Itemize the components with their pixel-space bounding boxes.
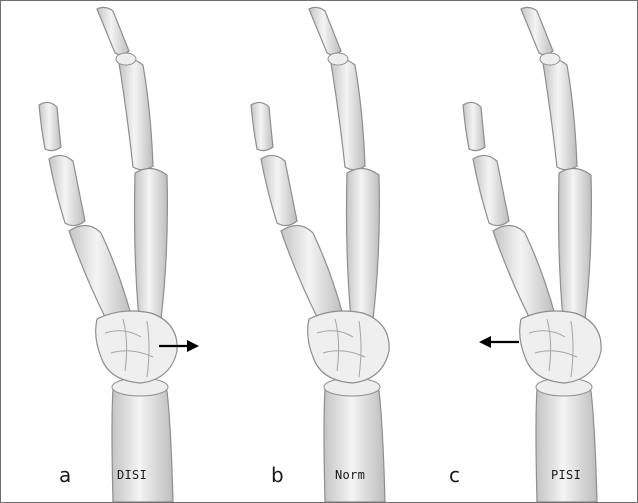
panel-letter: b: [271, 463, 284, 487]
hand-skeleton-normal: [213, 1, 425, 502]
panel-label: DISI: [117, 468, 147, 482]
panel-a: a DISI: [1, 1, 213, 502]
panel-label: PISI: [551, 468, 581, 482]
panel-letter: c: [449, 463, 460, 487]
panel-b: b Norm: [213, 1, 425, 502]
hand-skeleton-palmar-tilt: [425, 1, 637, 502]
panel-letter: a: [59, 463, 71, 487]
hand-skeleton-dorsal-tilt: [1, 1, 213, 502]
arrow-left-icon: [479, 336, 519, 348]
panel-c: c PISI: [425, 1, 637, 502]
panel-label: Norm: [335, 468, 365, 482]
